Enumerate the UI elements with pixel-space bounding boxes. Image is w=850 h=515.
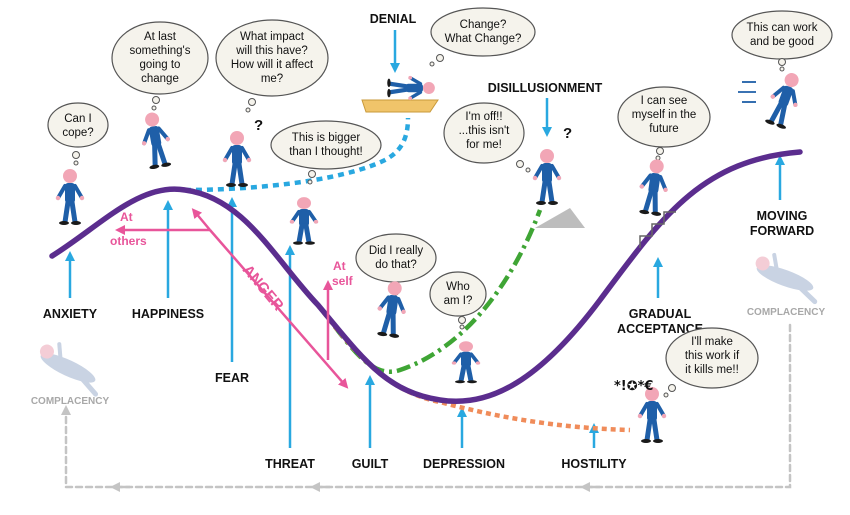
figure-happiness: [137, 110, 175, 170]
bubble-bigger-line-2: than I thought!: [289, 146, 363, 158]
motion-lines: [738, 81, 756, 103]
thought-bubble-kills: I'll make this work if it kills me!!: [663, 327, 759, 398]
bubble-change-line-4: change: [141, 73, 179, 85]
thought-bubble-denial: Change? What Change?: [429, 7, 536, 67]
main-change-curve: [49, 149, 803, 404]
anger-at-others-1: At: [120, 210, 133, 224]
figure-gradual-acceptance: [636, 157, 672, 216]
label-depression: DEPRESSION: [423, 457, 505, 471]
thought-bubble-cope: Can I cope?: [47, 102, 109, 166]
bubble-off-line-1: I'm off!!: [465, 111, 502, 123]
bubble-cope-line-1: Can I: [64, 113, 92, 125]
stage-arrows: [65, 30, 785, 448]
label-fear: FEAR: [215, 371, 249, 385]
bubble-bigger-line-1: This is bigger: [292, 132, 361, 144]
bubble-denial-line-1: Change?: [460, 19, 507, 31]
bubble-change-line-2: something's: [129, 45, 190, 57]
denial-path: [184, 117, 411, 193]
label-denial: DENIAL: [370, 12, 417, 26]
label-guilt: GUILT: [352, 457, 389, 471]
label-complacency-right: COMPLACENCY: [747, 307, 826, 318]
bubble-change-line-1: At last: [144, 31, 177, 43]
label-happiness: HAPPINESS: [132, 307, 204, 321]
figure-denial: [387, 76, 435, 100]
bubble-kills-line-1: I'll make: [691, 336, 733, 348]
thought-bubble-future: I can see myself in the future: [617, 86, 711, 161]
denial-sand-platform: [361, 99, 439, 113]
fear-question-mark: ?: [254, 117, 263, 134]
figure-fear: [223, 131, 251, 187]
bubble-off-line-3: for me!: [466, 139, 502, 151]
bubble-impact-line-1: What impact: [240, 31, 305, 43]
bubble-kills-line-2: this work if: [685, 350, 740, 362]
thought-bubble-change: At last something's going to change: [111, 21, 209, 111]
bubble-off-line-2: ...this isn't: [459, 125, 511, 137]
thought-bubble-did: Did I really do that?: [355, 233, 437, 296]
hostility-curse-marks: *!✪*€: [614, 379, 653, 394]
label-gradual-2: ACCEPTANCE: [617, 322, 703, 336]
complacency-loop: [61, 323, 792, 492]
bubble-impact-line-4: me?: [261, 73, 283, 85]
bubble-change-line-3: going to: [140, 59, 181, 71]
label-moving-1: MOVING: [757, 209, 808, 223]
disillusionment-ramp: [535, 208, 585, 228]
label-threat: THREAT: [265, 457, 315, 471]
bubble-did-line-2: do that?: [375, 259, 417, 271]
label-complacency-left: COMPLACENCY: [31, 396, 110, 407]
bubble-future-line-2: myself in the: [632, 109, 697, 121]
disillusionment-question-mark: ?: [563, 125, 572, 142]
figure-disillusionment: [533, 149, 561, 205]
thought-bubble-off: I'm off!! ...this isn't for me!: [443, 102, 531, 173]
figure-hostility: [638, 387, 666, 443]
bubble-work-line-2: and be good: [750, 36, 814, 48]
bubble-who-line-2: am I?: [444, 295, 473, 307]
bubble-impact-line-3: How will it affect: [231, 59, 314, 71]
anger-arrows: [115, 208, 349, 389]
disillusionment-path: [316, 209, 543, 374]
anger-label: ANGER: [239, 262, 287, 315]
figure-depression: [452, 341, 480, 383]
label-moving-2: FORWARD: [750, 224, 814, 238]
bubble-work-line-1: This can work: [747, 22, 818, 34]
figure-anxiety: [56, 169, 84, 225]
label-disillusionment: DISILLUSIONMENT: [488, 81, 603, 95]
thought-bubble-work: This can work and be good: [731, 10, 833, 72]
bubble-impact-line-2: will this have?: [235, 45, 308, 57]
figure-threat: [290, 197, 318, 245]
thought-bubble-impact: What impact will this have? How will it …: [215, 19, 329, 113]
label-anxiety: ANXIETY: [43, 307, 98, 321]
bubble-kills-line-3: it kills me!!: [685, 364, 739, 376]
hostility-path: [316, 303, 631, 433]
bubble-future-line-3: future: [649, 123, 678, 135]
anger-at-self-1: At: [333, 259, 346, 273]
figure-moving-forward: [762, 69, 808, 131]
bubble-did-line-1: Did I really: [369, 245, 424, 257]
thought-bubble-who: Who am I?: [429, 271, 487, 330]
anger-at-others-2: others: [110, 234, 147, 248]
figure-guilt: [374, 279, 410, 338]
stage-labels: ANXIETY HAPPINESS FEAR THREAT GUILT DEPR…: [31, 12, 826, 471]
complacency-figure-right: [750, 250, 825, 302]
acceptance-steps: [639, 211, 676, 248]
label-hostility: HOSTILITY: [561, 457, 627, 471]
label-gradual-1: GRADUAL: [629, 307, 692, 321]
complacency-figure-left: [33, 338, 108, 394]
thought-bubble-bigger: This is bigger than I thought!: [270, 120, 382, 185]
bubble-who-line-1: Who: [446, 281, 470, 293]
bubble-cope-line-2: cope?: [62, 127, 93, 139]
bubble-future-line-1: I can see: [641, 95, 688, 107]
anger-at-self-2: self: [332, 274, 354, 288]
bubble-denial-line-2: What Change?: [445, 33, 522, 45]
